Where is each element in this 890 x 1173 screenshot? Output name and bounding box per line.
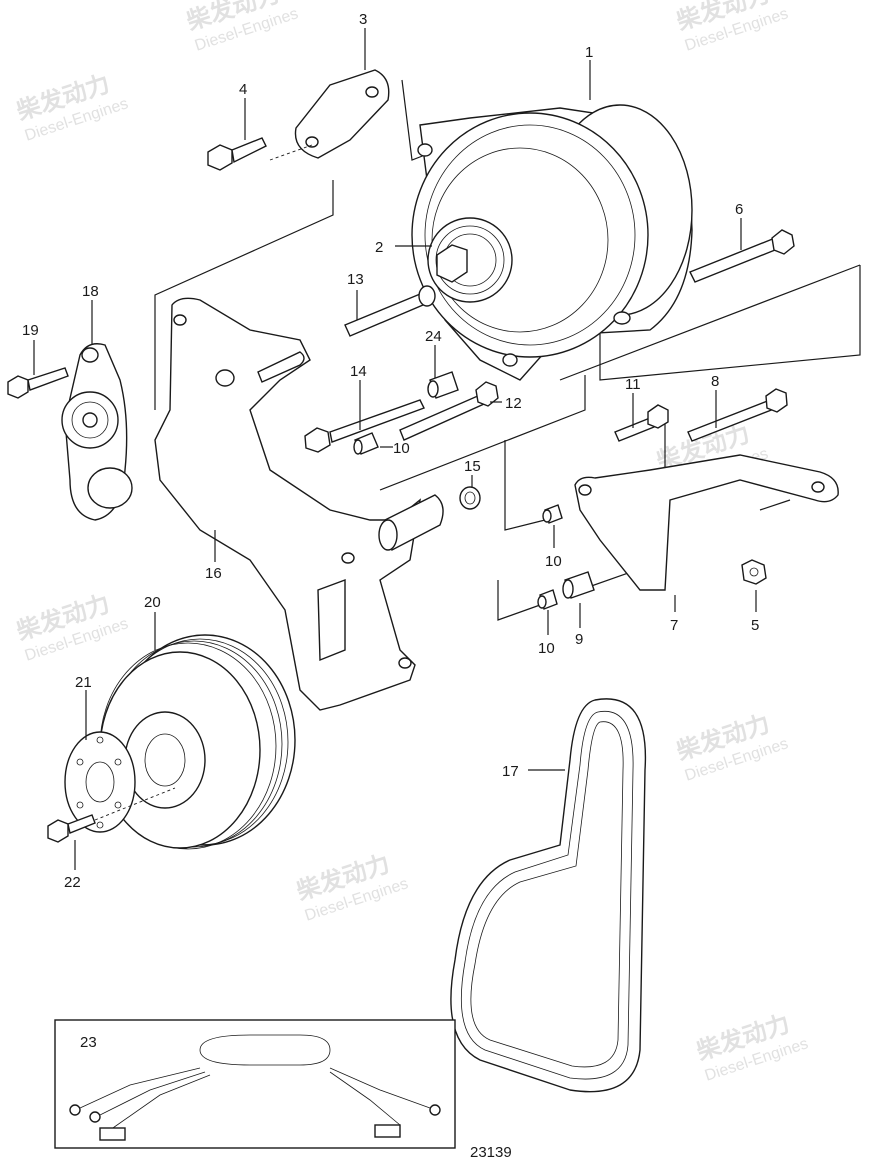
watermark: 柴发动力 Diesel-Engines: [672, 709, 790, 784]
drawing-number: 23139: [470, 1144, 512, 1161]
part-12-bolt: [399, 381, 499, 441]
part-13-stud: [344, 285, 436, 337]
part-24-spacer: [427, 371, 459, 399]
part-14-bolt: [304, 399, 425, 453]
callout-13: 13: [347, 271, 364, 288]
part-21-flange: [64, 731, 136, 833]
callout-16: 16: [205, 565, 222, 582]
part-16-bracket: [154, 297, 421, 711]
part-5-nut: [741, 559, 767, 585]
callout-3: 3: [359, 11, 367, 28]
part-10-sleeve-mid: [542, 504, 563, 524]
part-1-alternator: [411, 104, 693, 381]
leader-lines: [33, 28, 757, 870]
callout-8: 8: [711, 373, 719, 390]
callout-17: 17: [502, 763, 519, 780]
part-23-cable-kit: [54, 1019, 456, 1149]
part-10-sleeve-lower: [537, 589, 558, 610]
part-17-belt: [450, 698, 647, 1093]
callout-9: 9: [575, 631, 583, 648]
callout-labels: 1 2 3 4 5 6 7 8 9 10 10 10 11 12 13 14 1…: [22, 11, 759, 1051]
callout-15: 15: [464, 458, 481, 475]
callout-20: 20: [144, 594, 161, 611]
part-4-bolt: [207, 137, 267, 171]
watermark: 柴发动力 Diesel-Engines: [12, 589, 130, 664]
callout-19: 19: [22, 322, 39, 339]
callout-5: 5: [751, 617, 759, 634]
watermark: 柴发动力 Diesel-Engines: [292, 849, 410, 924]
callout-1: 1: [585, 44, 593, 61]
watermark: 柴发动力 Diesel-Engines: [182, 0, 300, 55]
callout-14: 14: [350, 363, 367, 380]
callout-10-lower: 10: [538, 640, 555, 657]
callout-6: 6: [735, 201, 743, 218]
part-18-tensioner: [61, 343, 133, 521]
part-8-bolt: [687, 388, 788, 442]
callout-11: 11: [625, 376, 641, 393]
callout-22: 22: [64, 874, 81, 891]
callout-7: 7: [670, 617, 678, 634]
watermark: 柴发动力 Diesel-Engines: [692, 1009, 810, 1084]
callout-18: 18: [82, 283, 99, 300]
callout-10-mid: 10: [545, 553, 562, 570]
part-6-bolt: [689, 229, 795, 283]
part-11-bolt: [614, 404, 669, 442]
callout-24: 24: [425, 328, 442, 345]
part-10-sleeve-upper: [353, 432, 379, 455]
watermark: 柴发动力 Diesel-Engines: [12, 69, 130, 144]
part-9-spacer: [562, 571, 595, 599]
callout-12: 12: [505, 395, 522, 412]
callout-23: 23: [80, 1034, 97, 1051]
part-7-bracket: [574, 454, 839, 591]
part-15-bushing: [378, 486, 481, 552]
part-22-bolt: [47, 787, 176, 843]
callout-10-upper: 10: [393, 440, 410, 457]
callout-21: 21: [75, 674, 92, 691]
part-19-bolt: [7, 367, 69, 399]
callout-2: 2: [375, 239, 383, 256]
part-3-bracket: [269, 69, 390, 161]
watermark: 柴发动力 Diesel-Engines: [672, 0, 790, 55]
callout-4: 4: [239, 81, 247, 98]
part-20-pulley: [99, 634, 296, 850]
